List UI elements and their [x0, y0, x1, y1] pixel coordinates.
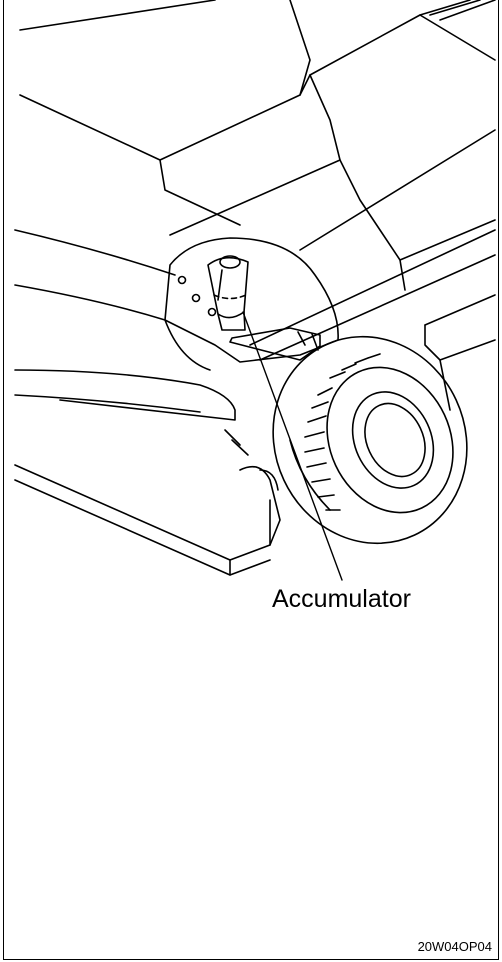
- hood-panels: [19, 0, 496, 291]
- rear-body: [14, 229, 236, 421]
- figure-frame: [3, 0, 499, 960]
- accumulator-housing: [164, 237, 339, 363]
- figure-code: 20W04OP04: [417, 939, 492, 954]
- tire: [272, 335, 468, 545]
- accumulator-label: Accumulator: [272, 585, 411, 613]
- accumulator-canister: [207, 255, 249, 331]
- chassis-rail: [249, 229, 496, 411]
- callout-leader-line: [242, 311, 343, 581]
- lower-rail: [14, 429, 281, 576]
